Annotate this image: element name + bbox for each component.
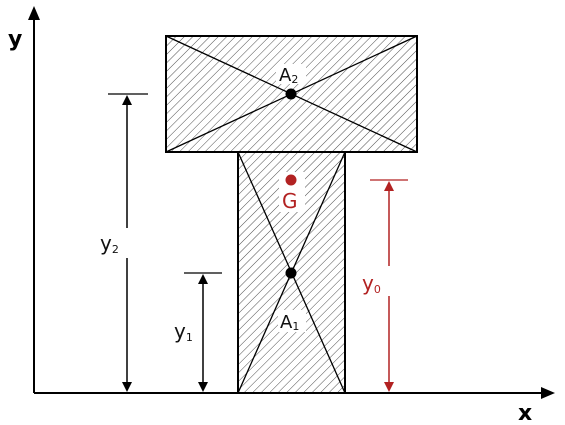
y-axis-label: y xyxy=(8,27,22,52)
lower-centroid-dot xyxy=(285,267,297,279)
centroid-dot xyxy=(285,174,297,186)
y1-label: y1 xyxy=(174,319,193,344)
centroid-label: G xyxy=(282,189,298,213)
upper-rectangle: A2 xyxy=(165,35,418,153)
upper-centroid-dot xyxy=(285,88,297,100)
x-axis-label: x xyxy=(518,401,532,425)
lower-area-label: A1 xyxy=(280,312,299,333)
y2-label: y2 xyxy=(100,231,119,256)
dimension-y2: y2 xyxy=(98,93,148,392)
x-axis-arrowhead xyxy=(541,387,555,399)
y-axis-arrowhead xyxy=(28,6,40,20)
y0-label: y0 xyxy=(362,271,381,296)
upper-area-label: A2 xyxy=(279,65,298,86)
dimension-y0: y0 xyxy=(360,179,408,392)
composite-centroid: G xyxy=(279,172,305,213)
dimension-y1: y1 xyxy=(174,272,222,392)
